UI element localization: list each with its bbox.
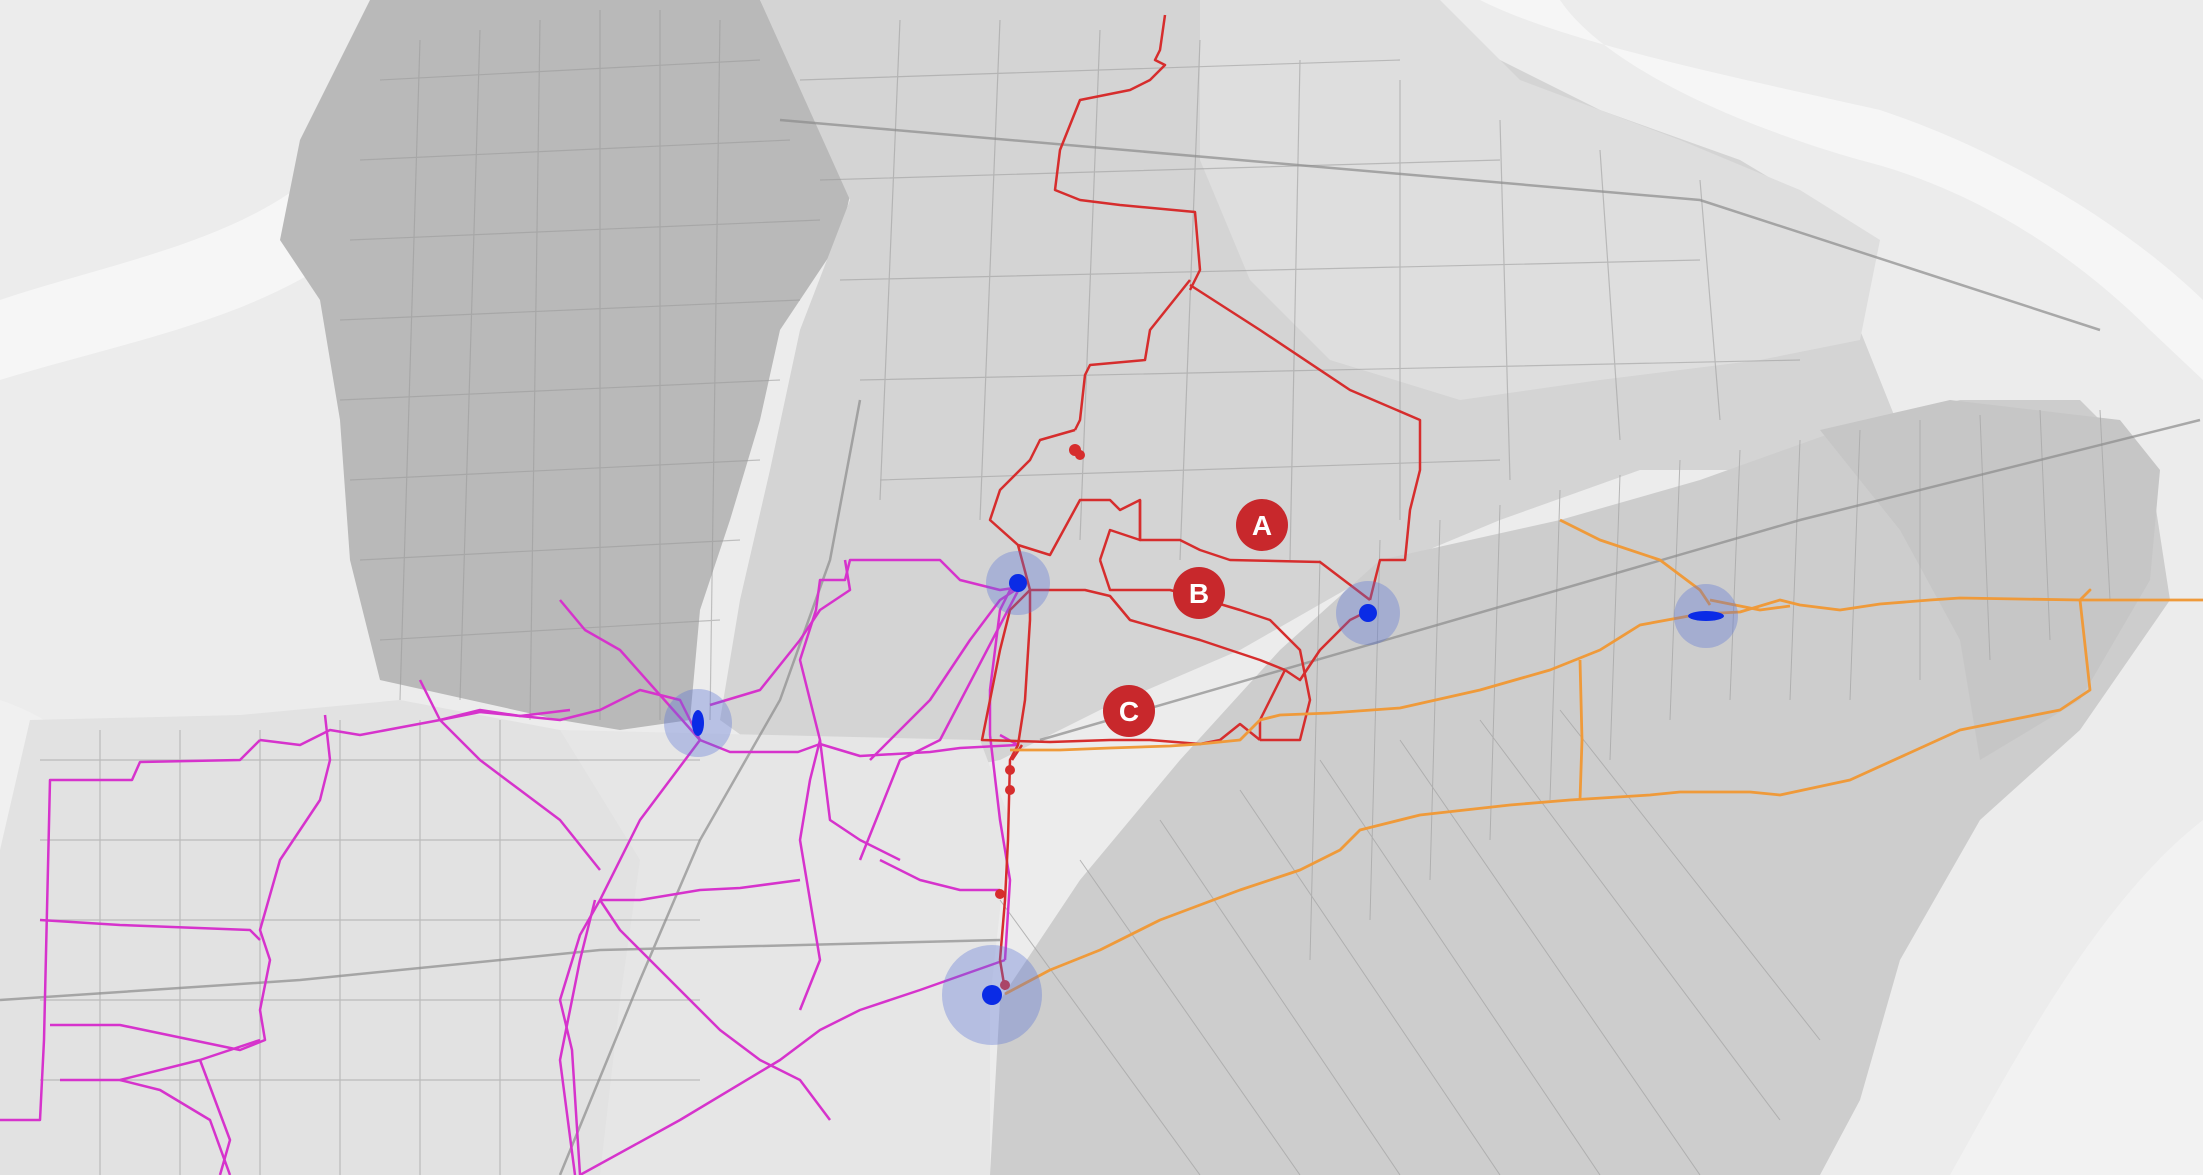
orange-network <box>1004 518 2203 996</box>
network-node-icon[interactable] <box>986 551 1050 615</box>
street-grid <box>40 10 1801 1175</box>
polder-field-lines <box>999 409 2111 1175</box>
network-node-icon[interactable] <box>664 689 732 757</box>
marker-a[interactable]: A <box>1236 499 1288 551</box>
network-node-icon[interactable] <box>1336 581 1400 645</box>
network-nodes <box>664 551 1738 1045</box>
magenta-network <box>0 558 1022 1175</box>
network-node-icon[interactable] <box>942 945 1042 1045</box>
major-roads <box>0 118 2201 1175</box>
red-network-stops <box>995 444 1085 990</box>
marker-a-badge <box>1236 499 1288 551</box>
marker-b[interactable]: B <box>1173 567 1225 619</box>
marker-b-badge <box>1173 567 1225 619</box>
network-node-icon[interactable] <box>1674 584 1738 648</box>
marker-c-badge <box>1103 685 1155 737</box>
red-network <box>980 14 1422 991</box>
marker-a-label: A <box>1252 510 1272 541</box>
marker-b-label: B <box>1189 578 1209 609</box>
marker-c[interactable]: C <box>1103 685 1155 737</box>
marker-c-label: C <box>1119 696 1139 727</box>
